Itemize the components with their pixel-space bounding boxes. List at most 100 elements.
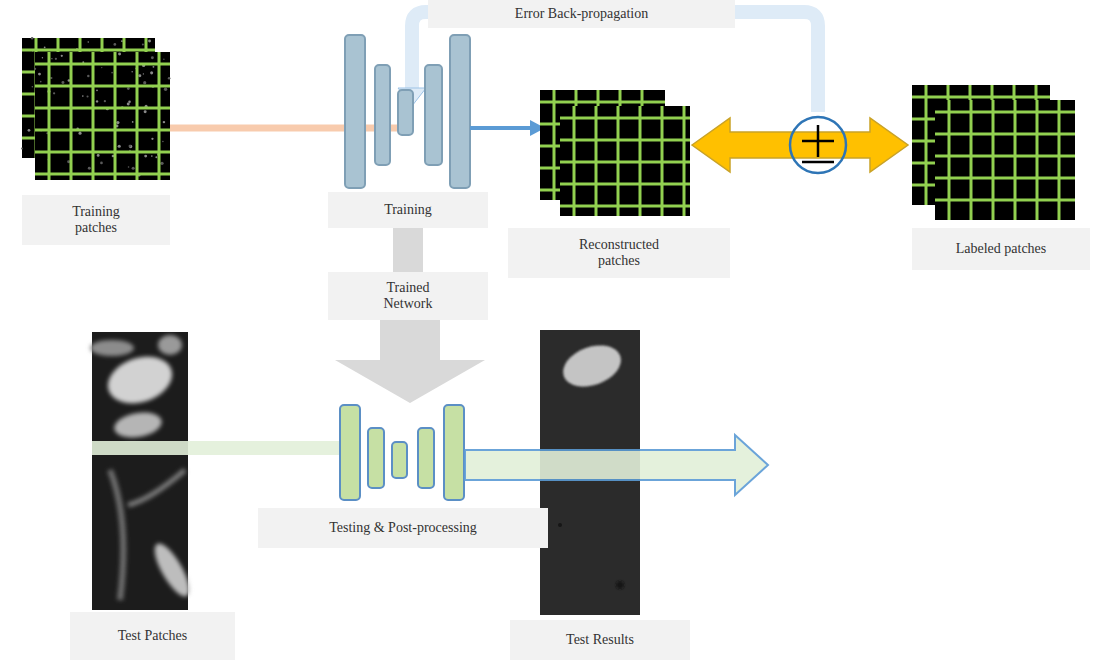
noise-dot bbox=[127, 87, 130, 90]
noise-dot bbox=[151, 56, 154, 59]
network-layer bbox=[368, 428, 384, 488]
noise-dot bbox=[148, 40, 151, 43]
noise-dot bbox=[143, 73, 144, 74]
network-layer bbox=[444, 405, 464, 500]
box-label: Training bbox=[384, 202, 432, 218]
input-arrow bbox=[170, 125, 405, 132]
grid-line bbox=[560, 205, 690, 208]
noise-dot bbox=[163, 121, 165, 123]
connector-group bbox=[408, 228, 409, 272]
grid-line bbox=[935, 133, 1075, 136]
noise-dot bbox=[111, 72, 113, 74]
image-blob bbox=[158, 335, 182, 355]
noise-dot bbox=[104, 100, 106, 102]
label-box: Error Back-propagation bbox=[428, 0, 735, 28]
image-speck bbox=[558, 523, 562, 527]
grid-line bbox=[560, 161, 690, 164]
noise-dot bbox=[138, 74, 141, 77]
grid-line bbox=[35, 173, 170, 176]
noise-dot bbox=[160, 162, 163, 165]
noise-dot bbox=[101, 67, 102, 68]
label-box: Test Results bbox=[510, 620, 690, 660]
noise-dot bbox=[150, 71, 153, 74]
noise-dot bbox=[131, 71, 132, 72]
noise-dot bbox=[55, 58, 57, 60]
grid-line bbox=[560, 117, 690, 120]
test-image bbox=[90, 332, 196, 610]
patch-ground bbox=[935, 100, 1075, 220]
noise-dot bbox=[129, 145, 132, 148]
network-symbol bbox=[345, 35, 470, 188]
noise-dot bbox=[153, 66, 155, 68]
grid-line bbox=[970, 100, 973, 220]
grid-patch bbox=[560, 106, 690, 216]
noise-dot bbox=[78, 132, 81, 135]
noise-dot bbox=[128, 100, 131, 103]
grid-line bbox=[935, 111, 1075, 114]
noise-dot bbox=[28, 129, 31, 132]
transfer-connector bbox=[393, 228, 423, 272]
noise-dot bbox=[113, 43, 116, 46]
network-layer bbox=[375, 65, 390, 165]
box-label: Labeled patches bbox=[956, 241, 1047, 257]
noise-dot bbox=[44, 46, 46, 48]
grid-line bbox=[158, 52, 161, 180]
grid-line bbox=[912, 96, 1050, 99]
noise-dot bbox=[61, 55, 63, 57]
patch-ground bbox=[35, 52, 170, 180]
label-box: Reconstructed patches bbox=[508, 228, 730, 278]
patch-ground bbox=[560, 106, 690, 216]
noise-dot bbox=[132, 121, 134, 123]
grid-line bbox=[935, 155, 1075, 158]
noise-dot bbox=[116, 121, 119, 124]
network-layer bbox=[418, 428, 434, 488]
grid-line bbox=[948, 100, 951, 220]
grid-line bbox=[35, 151, 170, 154]
grid-line bbox=[540, 101, 665, 104]
noise-dot bbox=[61, 81, 64, 84]
image-content bbox=[90, 335, 196, 601]
grid-line bbox=[136, 52, 139, 180]
plus-minus-symbol bbox=[802, 125, 834, 162]
box-label: Training patches bbox=[56, 204, 136, 236]
grid-line bbox=[935, 177, 1075, 180]
grid-line bbox=[35, 63, 170, 66]
box-label: Test Patches bbox=[118, 628, 187, 644]
grid-line bbox=[35, 107, 170, 110]
noise-dot bbox=[40, 81, 42, 83]
grid-line bbox=[114, 52, 117, 180]
compare-arrow bbox=[692, 118, 908, 172]
label-box: Training bbox=[328, 192, 488, 228]
noise-dot bbox=[96, 100, 98, 102]
symbol-stroke bbox=[817, 125, 820, 157]
test-output-arrow bbox=[465, 435, 768, 495]
noise-dot bbox=[38, 73, 41, 76]
noise-dot bbox=[127, 103, 130, 106]
noise-dot bbox=[128, 166, 130, 168]
image-streak bbox=[128, 470, 185, 505]
image-blob bbox=[148, 539, 195, 601]
noise-dot bbox=[118, 145, 121, 148]
box-label: Testing & Post-processing bbox=[329, 520, 477, 536]
grid-line bbox=[70, 52, 73, 180]
noise-dot bbox=[97, 154, 100, 157]
image-speck bbox=[616, 581, 624, 589]
noise-dot bbox=[50, 77, 52, 79]
label-box: Training patches bbox=[22, 195, 170, 245]
grid-line bbox=[22, 49, 155, 52]
grid-line bbox=[1036, 100, 1039, 220]
noise-dot bbox=[31, 37, 34, 40]
grid-patch bbox=[34, 52, 170, 180]
image-blob bbox=[102, 349, 178, 411]
noise-dot bbox=[143, 81, 146, 84]
noise-dot bbox=[21, 148, 23, 150]
box-label: Reconstructed patches bbox=[564, 237, 674, 269]
noise-dot bbox=[155, 156, 157, 158]
noise-dot bbox=[164, 88, 167, 91]
grid-line bbox=[935, 199, 1075, 202]
noise-dot bbox=[100, 162, 103, 165]
label-box: Testing & Post-processing bbox=[258, 508, 548, 548]
noise-dot bbox=[132, 167, 135, 170]
